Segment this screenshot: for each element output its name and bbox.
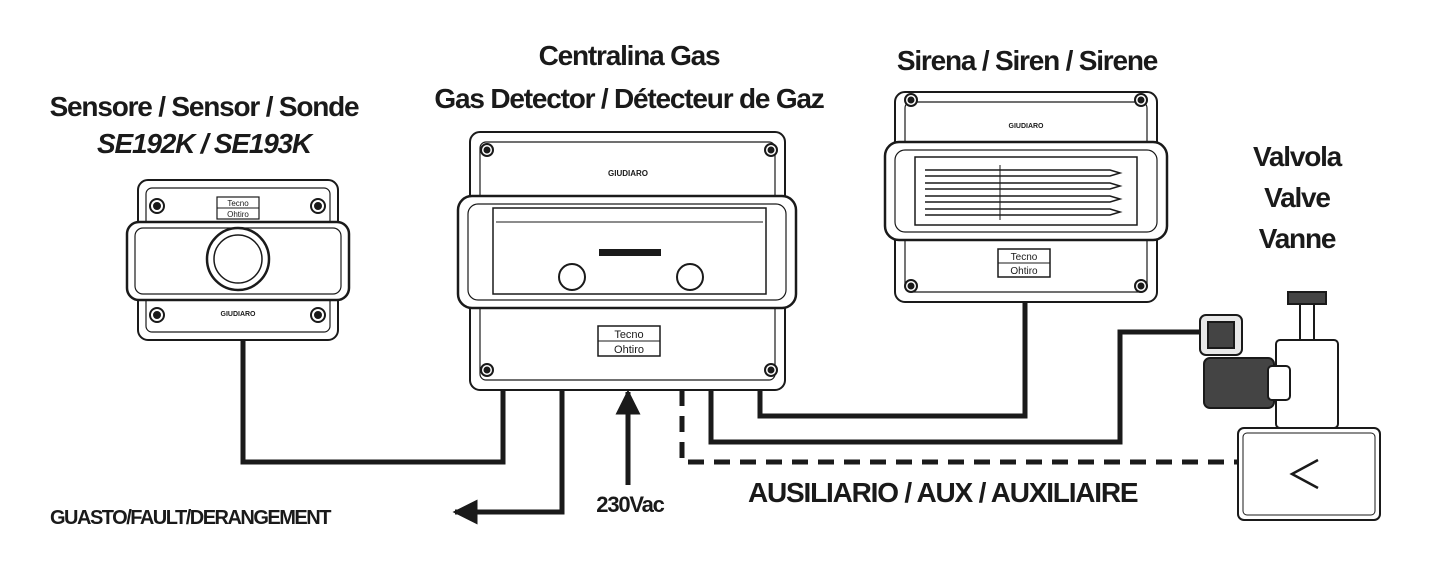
fault-label: GUASTO/FAULT/DERANGEMENT [50,507,331,529]
wires [240,302,1238,525]
sensor-brand: GIUDIARO [221,311,257,318]
valve-title-en: Valve [1264,182,1331,213]
siren-logo-bottom: Ohtiro [1010,266,1038,277]
fault-wire [452,390,565,525]
valve-title-it: Valvola [1252,141,1342,172]
siren-logo-top: Tecno [1011,252,1038,263]
valve-title-fr: Vanne [1258,223,1337,254]
power-label: 230Vac [596,492,665,517]
detector-logo-bottom: Ohtiro [614,344,644,356]
sensor-device [125,179,351,341]
detector-logo-top: Tecno [614,329,643,341]
siren-device [883,91,1169,303]
siren-grille [925,165,1123,220]
sensor-wire [240,340,506,465]
sensor-logo-bottom: Ohtiro [227,210,249,219]
valve-wire [708,329,1200,445]
detector-brand: GIUDIARO [608,169,648,178]
detector-subtitle: Gas Detector / Détecteur de Gaz [434,83,824,114]
sensor-logo-top: Tecno [227,199,249,208]
siren-brand: GIUDIARO [1009,123,1045,130]
valve-device [1199,291,1381,521]
siren-title: Sirena / Siren / Sirene [896,45,1159,76]
detector-title: Centralina Gas [538,40,721,71]
siren-wire [757,302,1028,419]
aux-label: AUSILIARIO / AUX / AUXILIAIRE [748,477,1139,508]
gas-detector-device [456,131,798,391]
sensor-model: SE192K / SE193K [97,128,312,159]
aux-wire [679,390,1238,465]
sensor-title: Sensore / Sensor / Sonde [49,91,360,122]
